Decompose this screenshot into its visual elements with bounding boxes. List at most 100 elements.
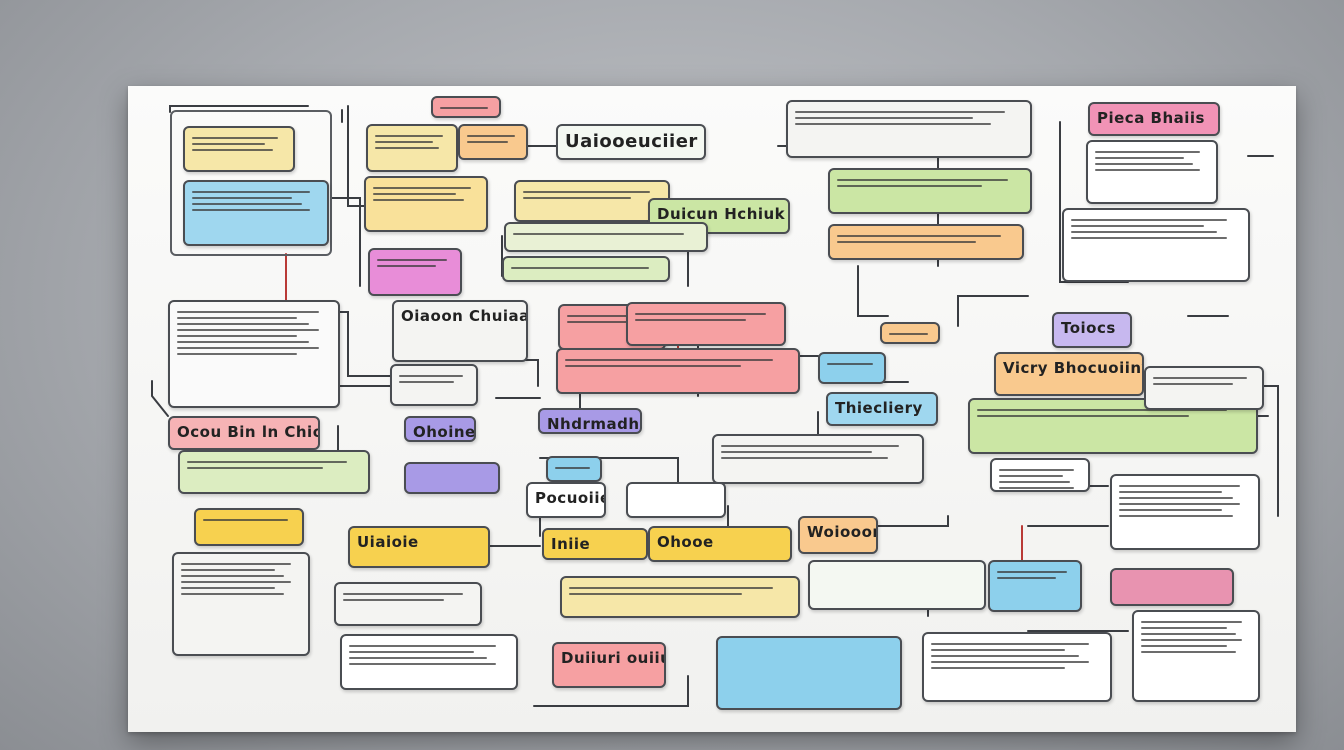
center-small-node-1[interactable]: Pocuoiie — [526, 482, 606, 518]
text-line — [1119, 509, 1222, 511]
text-line — [349, 657, 487, 659]
left-pink-node[interactable]: Ocou Bin ln Chioiu — [168, 416, 320, 450]
text-line — [569, 593, 743, 595]
top-right-frame-node-1[interactable] — [1086, 140, 1218, 204]
col2-yellow-node-2[interactable] — [364, 176, 488, 232]
text-line — [177, 353, 298, 355]
pink-right-node[interactable] — [1110, 568, 1234, 606]
text-line — [1119, 503, 1241, 505]
pink-bottom-node[interactable]: Duiiuri ouiiucol — [552, 642, 666, 688]
orange-right-node[interactable]: Vicry Bhocuoiiny — [994, 352, 1144, 396]
text-line-group — [827, 363, 877, 365]
text-line — [373, 193, 456, 195]
text-line — [373, 187, 471, 189]
bottom-left-gray-node[interactable] — [172, 552, 310, 656]
text-line — [1119, 491, 1222, 493]
orange-right-label: Vicry Bhocuoiiny — [1003, 359, 1144, 377]
text-line — [187, 467, 323, 469]
blue-small-node-2[interactable] — [546, 456, 602, 482]
text-line — [377, 259, 447, 261]
yellow-center-node-2[interactable]: Ohooe — [648, 526, 792, 562]
text-line — [1141, 627, 1227, 629]
right-frame-node-2[interactable] — [1110, 474, 1260, 550]
text-line — [177, 341, 310, 343]
purple-right-node[interactable]: Toiocs — [1052, 312, 1132, 348]
left-text-block-node[interactable] — [168, 300, 340, 408]
col2-orange-node-1[interactable] — [458, 124, 528, 160]
text-line-group — [343, 593, 473, 601]
bottom-left-gray-node-2[interactable] — [334, 582, 482, 626]
center-pink-node-2[interactable] — [626, 302, 786, 346]
yellow-band-node[interactable] — [560, 576, 800, 618]
top-right-orange-band[interactable] — [828, 224, 1024, 260]
center-pink-node-3[interactable] — [556, 348, 800, 394]
whiteboard: Uaiooeuciier Duicun Hchiuk Pieca Bhaiis … — [128, 86, 1296, 732]
text-line-group — [467, 135, 519, 143]
yellow-center-node-1[interactable]: Iniie — [542, 528, 648, 560]
blue-small-node-1[interactable] — [818, 352, 886, 384]
text-line-group — [1119, 485, 1251, 517]
top-pink-tab-node[interactable] — [431, 96, 501, 118]
title-node[interactable]: Uaiooeuciier — [556, 124, 706, 160]
text-line — [343, 593, 463, 595]
text-line — [1141, 639, 1243, 641]
yellow-left-tab-node[interactable] — [194, 508, 304, 546]
text-line — [1071, 225, 1204, 227]
orange-small-label: Woiooor uow Eiiuiioi — [807, 523, 878, 541]
purple-node-2[interactable]: Nhdrmadhn — [538, 408, 642, 434]
text-line — [192, 143, 266, 145]
text-line-group — [567, 315, 657, 323]
title-node-label: Uaiooeuciier — [565, 131, 698, 152]
green-bottom-node[interactable] — [502, 256, 670, 282]
blue-mid-title-node[interactable]: Thiecliery — [826, 392, 938, 426]
bottom-right-frame-node[interactable] — [922, 632, 1112, 702]
text-line — [1119, 485, 1241, 487]
text-line-group — [513, 233, 699, 235]
bottom-blue-frame-node[interactable] — [340, 634, 518, 690]
top-right-gray-node[interactable] — [786, 100, 1032, 158]
top-right-frame-node-2[interactable] — [1062, 208, 1250, 282]
purple-node-3[interactable] — [404, 462, 500, 494]
orange-mid-node[interactable] — [880, 322, 940, 344]
purple-node-1[interactable]: Ohoine Dhinion — [404, 416, 476, 442]
text-line — [795, 117, 973, 119]
text-line — [192, 191, 310, 193]
text-line — [192, 209, 310, 211]
text-line-group — [375, 135, 449, 149]
text-line — [523, 197, 631, 199]
yellow-center-label-2: Ohooe — [657, 533, 714, 551]
center-bottom-title-node[interactable] — [808, 560, 986, 610]
text-line-group — [349, 645, 509, 665]
bottom-far-right-node[interactable] — [1132, 610, 1260, 702]
yellow-main-node[interactable]: Uiaioie — [348, 526, 490, 568]
top-right-green-band[interactable] — [828, 168, 1032, 214]
center-small-node-2[interactable] — [626, 482, 726, 518]
top-left-yellow-node[interactable] — [183, 126, 295, 172]
col2-magenta-node[interactable] — [368, 248, 462, 296]
text-line-group — [440, 107, 492, 109]
col2-yellow-node-1[interactable] — [366, 124, 458, 172]
left-green-node[interactable] — [178, 450, 370, 494]
text-line — [837, 235, 1001, 237]
text-line-group — [523, 191, 661, 199]
text-line — [177, 335, 298, 337]
text-line — [837, 241, 976, 243]
blue-bottom-node[interactable] — [716, 636, 902, 710]
left-mid-small-node[interactable] — [390, 364, 478, 406]
left-mid-title-node[interactable]: Oiaoon Chuiaa — [392, 300, 528, 362]
green-right-node[interactable] — [968, 398, 1258, 454]
top-left-blue-node[interactable] — [183, 180, 329, 246]
green-yellow-node-1[interactable] — [514, 180, 670, 222]
text-line — [373, 199, 465, 201]
right-frame-node-1[interactable] — [990, 458, 1090, 492]
top-left-frame-node[interactable] — [170, 110, 332, 256]
top-right-pink-title-node[interactable]: Pieca Bhaiis — [1088, 102, 1220, 136]
text-line-group — [1095, 151, 1209, 171]
text-line-group — [373, 187, 479, 201]
green-mid-node[interactable] — [504, 222, 708, 252]
text-line — [977, 415, 1190, 417]
center-gray-node[interactable] — [712, 434, 924, 484]
right-gray-node-1[interactable] — [1144, 366, 1264, 410]
blue-right-node[interactable] — [988, 560, 1082, 612]
orange-small-node[interactable]: Woiooor uow Eiiuiioi — [798, 516, 878, 554]
